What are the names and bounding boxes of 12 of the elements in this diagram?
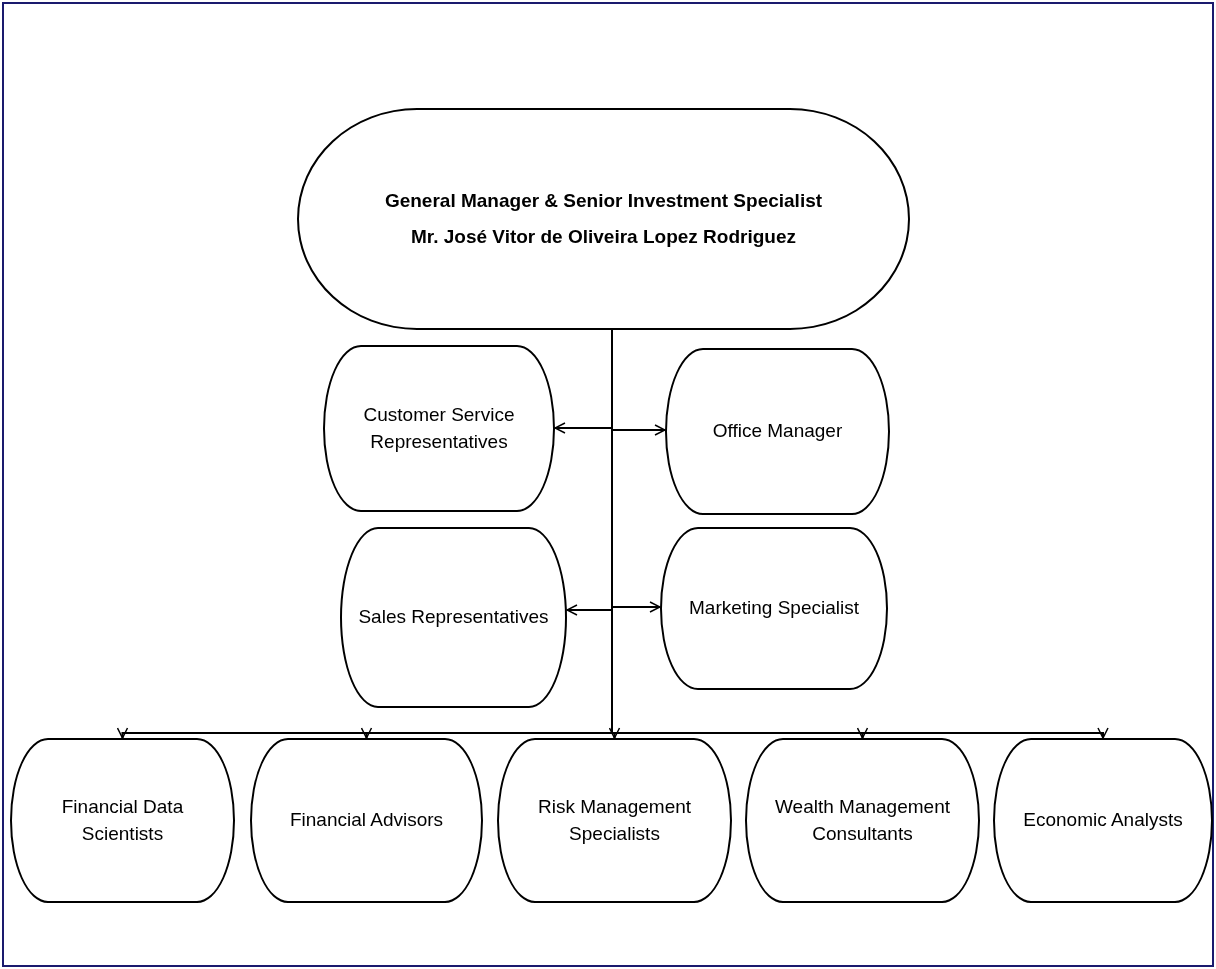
role-label: Economic Analysts (1023, 808, 1183, 833)
role-label: Wealth Management Consultants (774, 795, 951, 846)
role-label: Financial Advisors (289, 808, 444, 833)
role-label: Sales Representatives (358, 605, 549, 630)
role-label: Marketing Specialist (689, 596, 859, 621)
role-node (993, 738, 1213, 903)
role-label: Customer Service Representatives (362, 403, 516, 454)
role-label: Risk Management Specialists (536, 795, 693, 846)
role-label: Financial Data Scientists (60, 795, 185, 846)
role-title: General Manager & Senior Investment Specialist (384, 189, 823, 213)
role-label: Office Manager (712, 419, 843, 444)
person-name: Mr. José Vitor de Oliveira Lopez Rodriguez (411, 225, 796, 249)
